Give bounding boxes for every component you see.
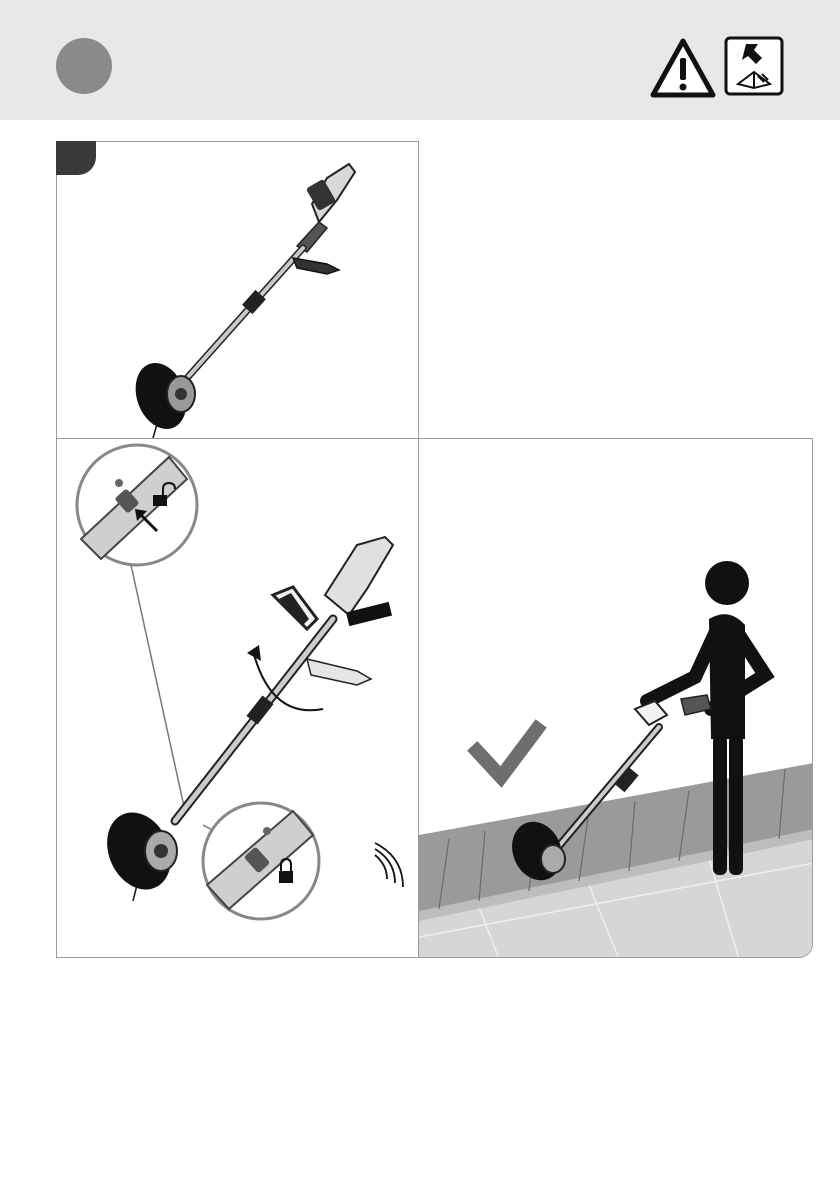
panel-overview bbox=[56, 141, 419, 439]
trimmer-overview-illustration bbox=[57, 142, 420, 440]
panel-shaft-rotation bbox=[56, 438, 419, 958]
unlock-detail-circle bbox=[77, 445, 197, 565]
panel-usage bbox=[418, 438, 813, 958]
step-number-circle bbox=[56, 38, 112, 94]
edging-usage-illustration bbox=[419, 439, 813, 958]
header-band bbox=[0, 0, 840, 120]
read-manual-icon bbox=[724, 36, 784, 96]
warning-triangle-icon bbox=[650, 38, 716, 98]
checkmark-icon bbox=[477, 729, 537, 777]
click-sound-icon bbox=[375, 843, 403, 887]
lock-detail-circle bbox=[203, 803, 319, 919]
shaft-rotation-lock-illustration bbox=[57, 439, 420, 959]
